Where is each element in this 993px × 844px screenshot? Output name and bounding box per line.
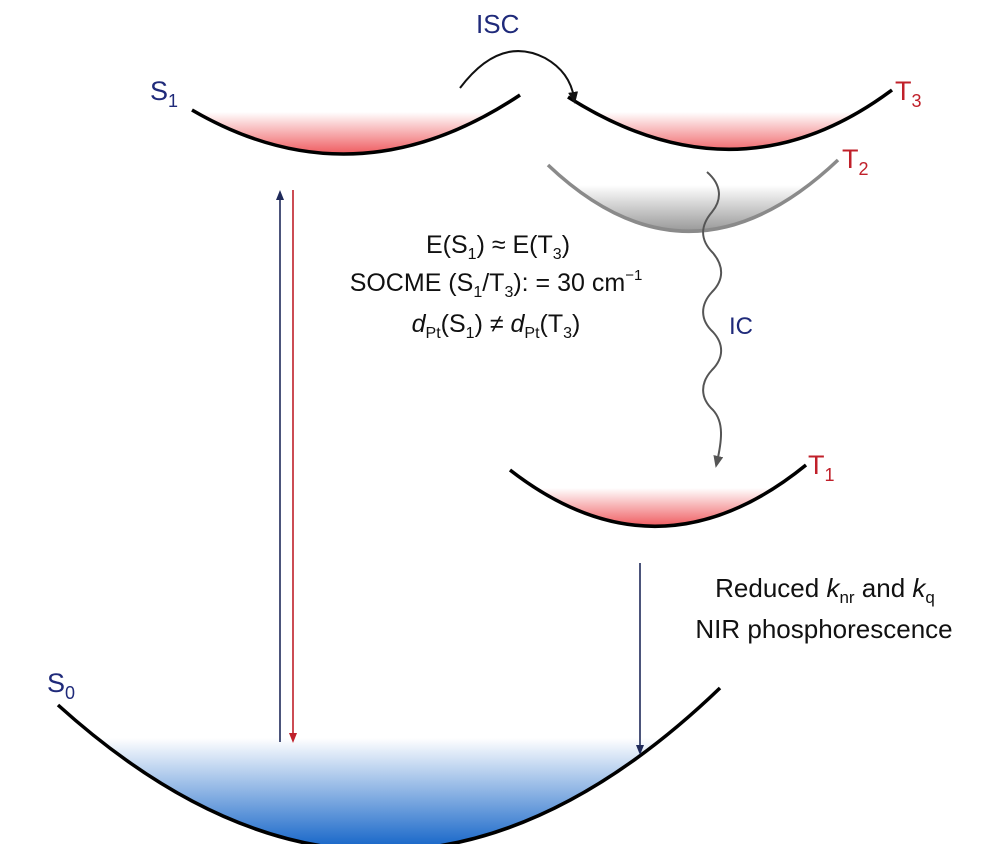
t1-well (508, 463, 808, 528)
s1-curve (191, 93, 521, 156)
t2-curve (546, 158, 840, 233)
t1-curve (508, 463, 808, 528)
s1-well (191, 93, 521, 156)
t3-curve (567, 88, 894, 151)
s0-well (56, 686, 722, 844)
dpt-inequality-text: dPt(S1) ≠ dPt(T3) (412, 310, 581, 342)
s0-population-fill (58, 738, 720, 844)
ic-label: IC (729, 313, 753, 340)
t2-label: T2 (842, 144, 869, 179)
isc-label: ISC (476, 9, 519, 39)
t3-label: T3 (895, 76, 922, 111)
socme-text: SOCME (S1/T3): = 30 cm−1 (350, 267, 643, 301)
t1-label: T1 (808, 450, 835, 485)
s0-curve (56, 686, 722, 844)
ic-wavy-arrow (702, 171, 724, 468)
t2-well (546, 158, 840, 233)
energy-equality-text: E(S1) ≈ E(T3) (426, 231, 570, 263)
nir-phosphorescence-text: NIR phosphorescence (695, 614, 952, 644)
s0-label: S0 (47, 668, 75, 703)
s1-label: S1 (150, 76, 178, 111)
isc-arrow (459, 50, 579, 104)
reduced-rates-text: Reduced knr and kq (715, 573, 935, 607)
